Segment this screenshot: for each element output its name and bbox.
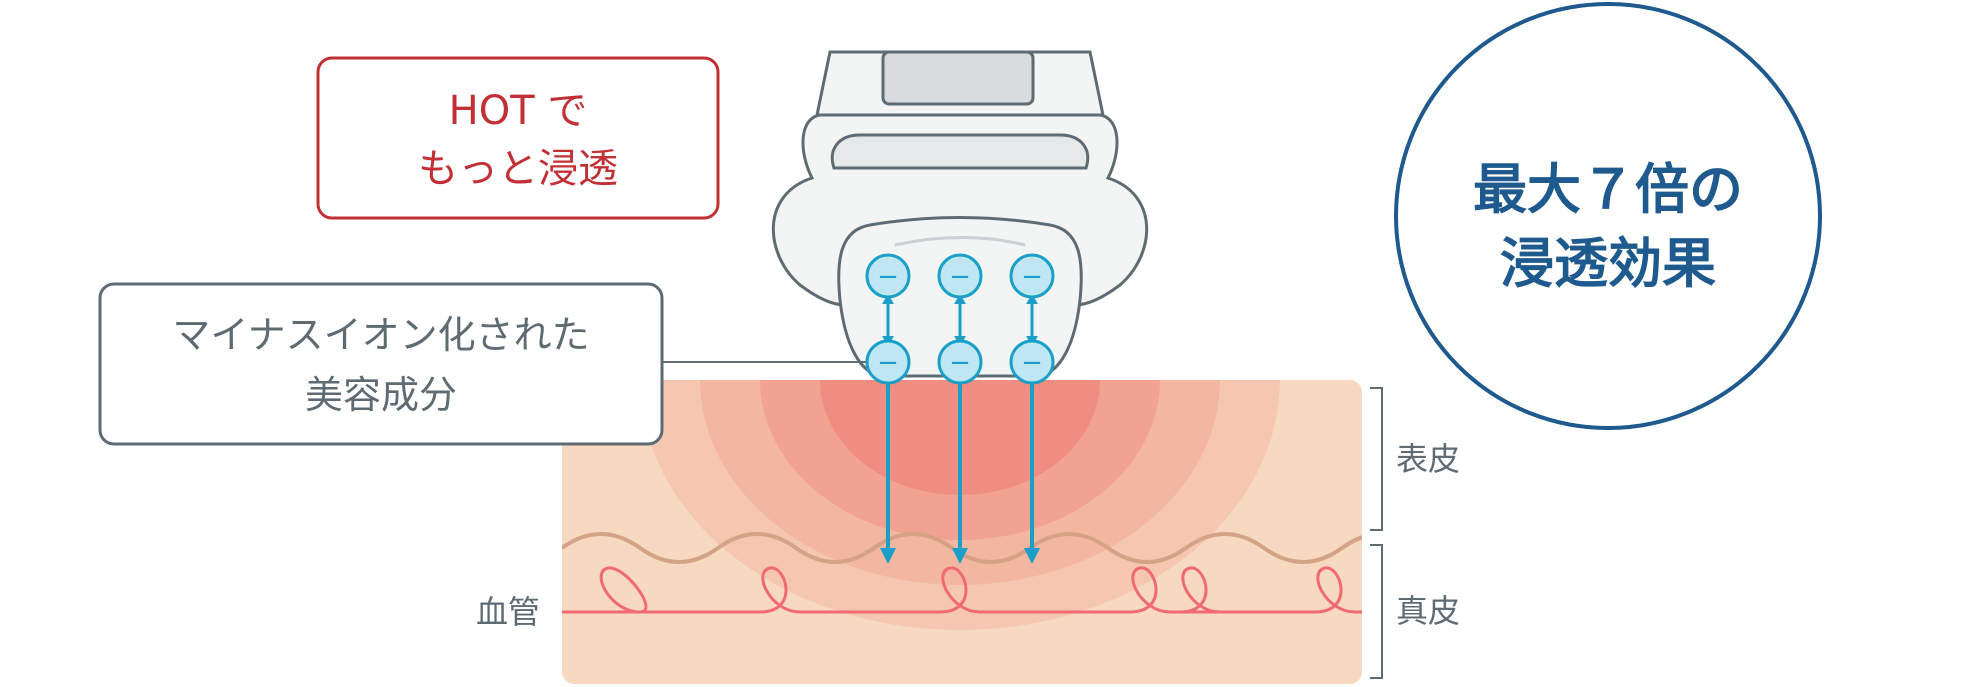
device-head-inner [830,133,1090,170]
ion-minus-sign: − [949,262,971,292]
negative-ions: − − − − − − [865,253,1055,385]
layer-brackets [1370,387,1383,679]
blood-vessel-loop-right [1179,566,1221,614]
negative-ion: − [937,253,983,299]
epidermis-bracket [1370,387,1383,531]
effect-badge-line2: 浸透効果 [1500,231,1716,295]
blood-vessel-line [562,566,1362,614]
penetration-arrow-head [880,548,896,564]
ion-minus-sign: − [877,348,899,378]
negative-ion: − [1009,253,1055,299]
penetration-arrow-head [952,548,968,564]
negative-ion: − [865,253,911,299]
ion-minus-sign: − [1021,348,1043,378]
dermis-bracket [1370,544,1383,679]
epidermis-boundary-line [562,532,1362,564]
blood-vessel-label: 血管 [476,593,540,631]
ion-callout: マイナスイオン化された 美容成分 [98,282,866,446]
ion-callout-line2: 美容成分 [305,373,457,417]
blood-vessel-loop-left [562,566,648,614]
effect-badge: 最大７倍の 浸透効果 [1394,2,1822,430]
device-tip-highlight [894,236,1026,247]
ion-minus-sign: − [1021,262,1043,292]
hot-callout-line2: もっと浸透 [418,146,618,192]
dermis-label: 真皮 [1396,592,1460,630]
ion-minus-sign: − [877,262,899,292]
ion-penetration-arrows [880,294,1040,564]
device-panel [881,50,1035,106]
negative-ion: − [1009,339,1055,385]
ion-callout-line1: マイナスイオン化された [172,313,589,357]
penetration-arrow-head [1024,548,1040,564]
hot-callout: HOT で もっと浸透 [316,56,720,220]
negative-ion: − [865,339,911,385]
epidermis-label: 表皮 [1396,440,1460,478]
negative-ion: − [937,339,983,385]
effect-badge-line1: 最大７倍の [1473,157,1743,221]
ion-minus-sign: − [949,348,971,378]
hot-callout-line1: HOT で [449,88,588,134]
